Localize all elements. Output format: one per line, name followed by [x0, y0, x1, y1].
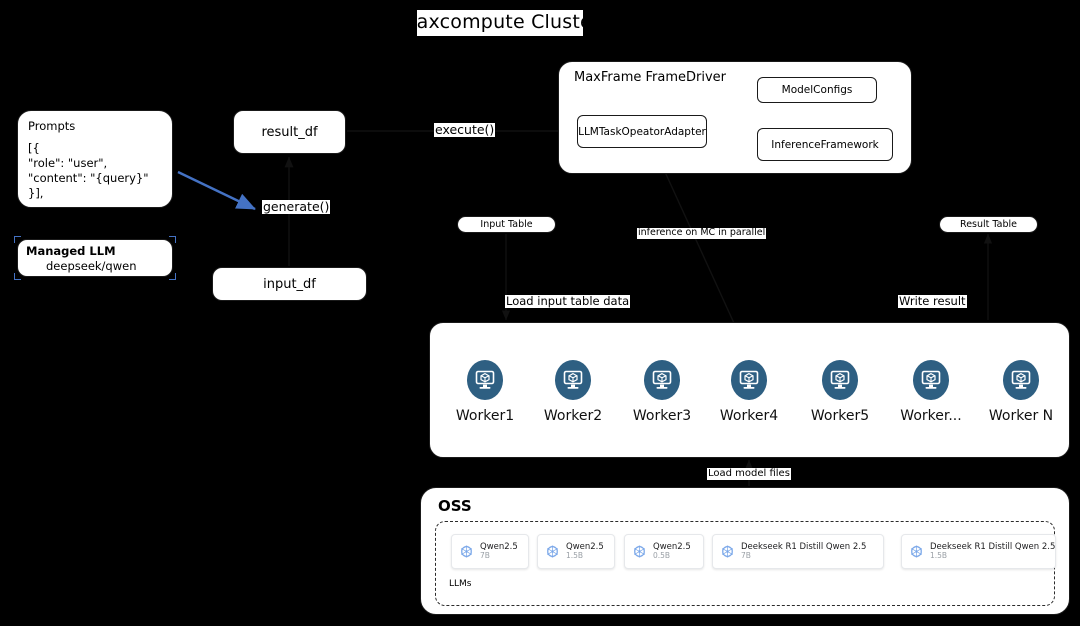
- selection-handle-top-right[interactable]: [169, 236, 176, 243]
- model-node-icon: [544, 543, 561, 560]
- prompts-content: Prompts [{ "role": "user", "content": "{…: [18, 111, 172, 201]
- selection-handle-bottom-right[interactable]: [169, 273, 176, 280]
- worker-node[interactable]: Worker3: [627, 360, 697, 424]
- worker-label: Worker2: [543, 408, 603, 424]
- model-size: 0.5B: [653, 551, 671, 561]
- node-input-table[interactable]: Input Table: [457, 216, 556, 233]
- edge-prompts-to-generate: [177, 170, 256, 211]
- edge-label-load-model-files: Load model files: [707, 468, 791, 480]
- worker-computer-icon: [644, 360, 680, 400]
- node-result-df[interactable]: result_df: [233, 110, 346, 154]
- edge-label-load-input-table-data: Load input table data: [505, 294, 631, 309]
- model-size: 1.5B: [930, 551, 948, 561]
- worker-node[interactable]: Worker2: [538, 360, 608, 424]
- worker-node[interactable]: Worker N: [986, 360, 1056, 424]
- worker-label: Worker1: [455, 408, 515, 424]
- managed-llm-content: Managed LLM deepseek/qwen: [18, 240, 172, 278]
- model-node-icon: [908, 543, 925, 560]
- worker-computer-icon: [555, 360, 591, 400]
- model-size: 7B: [480, 551, 490, 561]
- oss-title: OSS: [438, 497, 472, 515]
- model-name: Qwen2.5: [566, 542, 604, 553]
- worker-computer-icon: [913, 360, 949, 400]
- worker-computer-icon: [467, 360, 503, 400]
- model-name: Deekseek R1 Distill Qwen 2.5: [741, 542, 867, 553]
- framedriver-title: MaxFrame FrameDriver: [574, 70, 727, 85]
- worker-label: Worker3: [632, 408, 692, 424]
- model-name: Qwen2.5: [480, 542, 518, 553]
- prompts-code: [{ "role": "user", "content": "{query}" …: [28, 140, 149, 201]
- edge-label-generate: generate(): [262, 199, 331, 215]
- worker-label: Worker N: [988, 408, 1054, 424]
- worker-computer-icon: [1003, 360, 1039, 400]
- model-size: 7B: [741, 551, 751, 561]
- worker-node[interactable]: Worker5: [805, 360, 875, 424]
- llms-group-label: LLMs: [449, 579, 472, 589]
- page-title: Maxcompute Cluster: [400, 10, 600, 36]
- edge-label-inference: inference on MC in parallel: [637, 227, 767, 239]
- worker-label: Worker4: [719, 408, 779, 424]
- model-size: 1.5B: [566, 551, 584, 561]
- managed-llm-title: Managed LLM: [26, 244, 116, 258]
- model-name: Qwen2.5: [653, 542, 691, 553]
- worker-label: Worker5: [810, 408, 870, 424]
- managed-llm-subtitle: deepseek/qwen: [46, 258, 137, 273]
- model-node-icon: [719, 543, 736, 560]
- worker-node[interactable]: Worker4: [714, 360, 784, 424]
- selection-handle-top-left[interactable]: [14, 236, 21, 243]
- prompts-card[interactable]: Prompts [{ "role": "user", "content": "{…: [17, 110, 173, 208]
- selection-handle-bottom-left[interactable]: [14, 273, 21, 280]
- worker-node[interactable]: Worker1: [450, 360, 520, 424]
- model-node-icon: [631, 543, 648, 560]
- node-result-table[interactable]: Result Table: [939, 216, 1038, 233]
- model-name: Deekseek R1 Distill Qwen 2.5: [930, 542, 1056, 553]
- node-llm-task-operator-adapter[interactable]: LLMTaskOpeatorAdapter: [577, 115, 707, 148]
- managed-llm-card[interactable]: Managed LLM deepseek/qwen: [14, 236, 176, 280]
- node-model-configs[interactable]: ModelConfigs: [757, 77, 877, 103]
- worker-node[interactable]: Worker...: [896, 360, 966, 424]
- worker-computer-icon: [731, 360, 767, 400]
- worker-label: Worker...: [900, 408, 962, 424]
- prompts-heading: Prompts: [28, 119, 76, 133]
- model-node-icon: [458, 543, 475, 560]
- edge-label-write-result: Write result: [898, 294, 967, 309]
- edge-label-execute: execute(): [434, 122, 496, 138]
- node-inference-framework[interactable]: InferenceFramework: [757, 128, 893, 161]
- worker-computer-icon: [822, 360, 858, 400]
- node-input-df[interactable]: input_df: [212, 267, 367, 301]
